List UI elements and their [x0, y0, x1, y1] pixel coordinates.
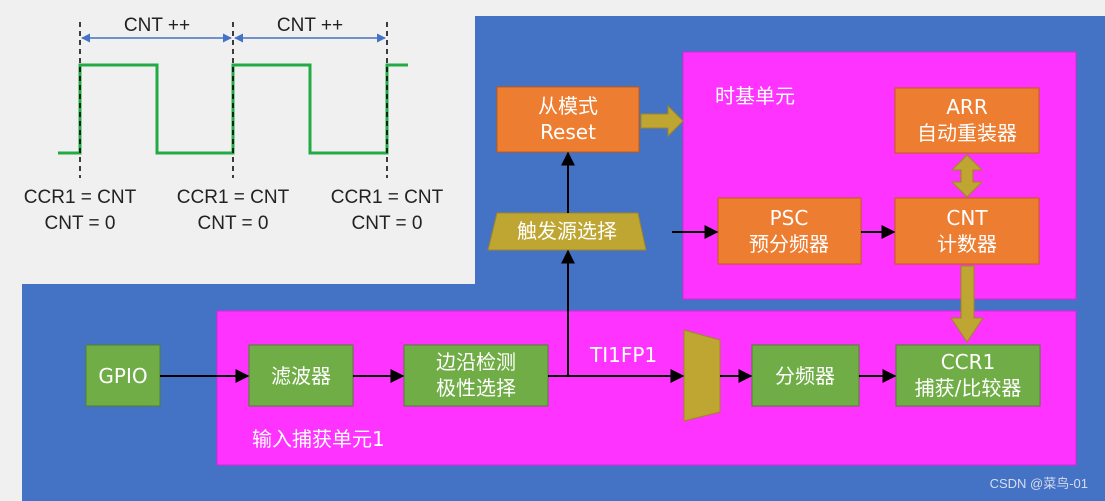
cnt-to-ccr1-arrow — [950, 265, 984, 343]
waveform-area: CNT ++ CNT ++ CCR1 = CNT CNT = 0 CCR1 = … — [24, 15, 444, 234]
edge-1-ccr-label: CCR1 = CNT — [24, 187, 137, 208]
filter-label: 滤波器 — [271, 364, 331, 388]
signal-arrows — [160, 151, 897, 383]
timebase-title: 时基单元 — [715, 84, 795, 108]
trigger-source-select — [487, 212, 647, 251]
divider-label: 分频器 — [775, 364, 835, 388]
psc-label-2: 预分频器 — [749, 232, 829, 256]
edge-3-ccr-label: CCR1 = CNT — [331, 187, 444, 208]
arr-block — [894, 87, 1040, 154]
gpio-label: GPIO — [98, 364, 147, 388]
slave-mode-label-2: Reset — [540, 120, 596, 144]
ccr1-block — [895, 344, 1041, 407]
input-capture-title: 输入捕获单元1 — [252, 427, 385, 451]
edge-detect-block — [403, 344, 549, 407]
cnt-block — [894, 197, 1040, 265]
cnt-label-1: CNT ++ — [124, 15, 190, 36]
cnt-label-2: 计数器 — [937, 232, 997, 256]
arr-label-2: 自动重装器 — [917, 121, 1017, 145]
ccr1-label-1: CCR1 — [941, 350, 996, 374]
edge-detect-label-2: 极性选择 — [436, 376, 516, 400]
ti1fp1-label: TI1FP1 — [589, 343, 657, 367]
divider-block — [751, 344, 860, 407]
capture-mux — [683, 329, 721, 422]
trigger-source-label: 触发源选择 — [517, 219, 617, 243]
psc-label-1: PSC — [770, 206, 809, 230]
slave-mode-block — [496, 86, 640, 153]
slave-mode-label-1: 从模式 — [538, 94, 598, 118]
edge-1-cnt-label: CNT = 0 — [45, 213, 116, 234]
slave-to-timebase-arrow — [640, 104, 684, 138]
arr-cnt-double-arrow — [950, 154, 984, 198]
cnt-label-2: CNT ++ — [277, 15, 343, 36]
edge-detect-label-1: 边沿检测 — [436, 350, 516, 374]
gpio-block — [85, 344, 161, 407]
cnt-label-1: CNT — [946, 206, 988, 230]
ccr1-label-2: 捕获/比较器 — [915, 376, 1022, 400]
edge-3-cnt-label: CNT = 0 — [352, 213, 423, 234]
edge-2-ccr-label: CCR1 = CNT — [177, 187, 290, 208]
arr-label-1: ARR — [946, 95, 988, 119]
edge-2-cnt-label: CNT = 0 — [198, 213, 269, 234]
watermark: CSDN @菜鸟-01 — [990, 476, 1088, 491]
